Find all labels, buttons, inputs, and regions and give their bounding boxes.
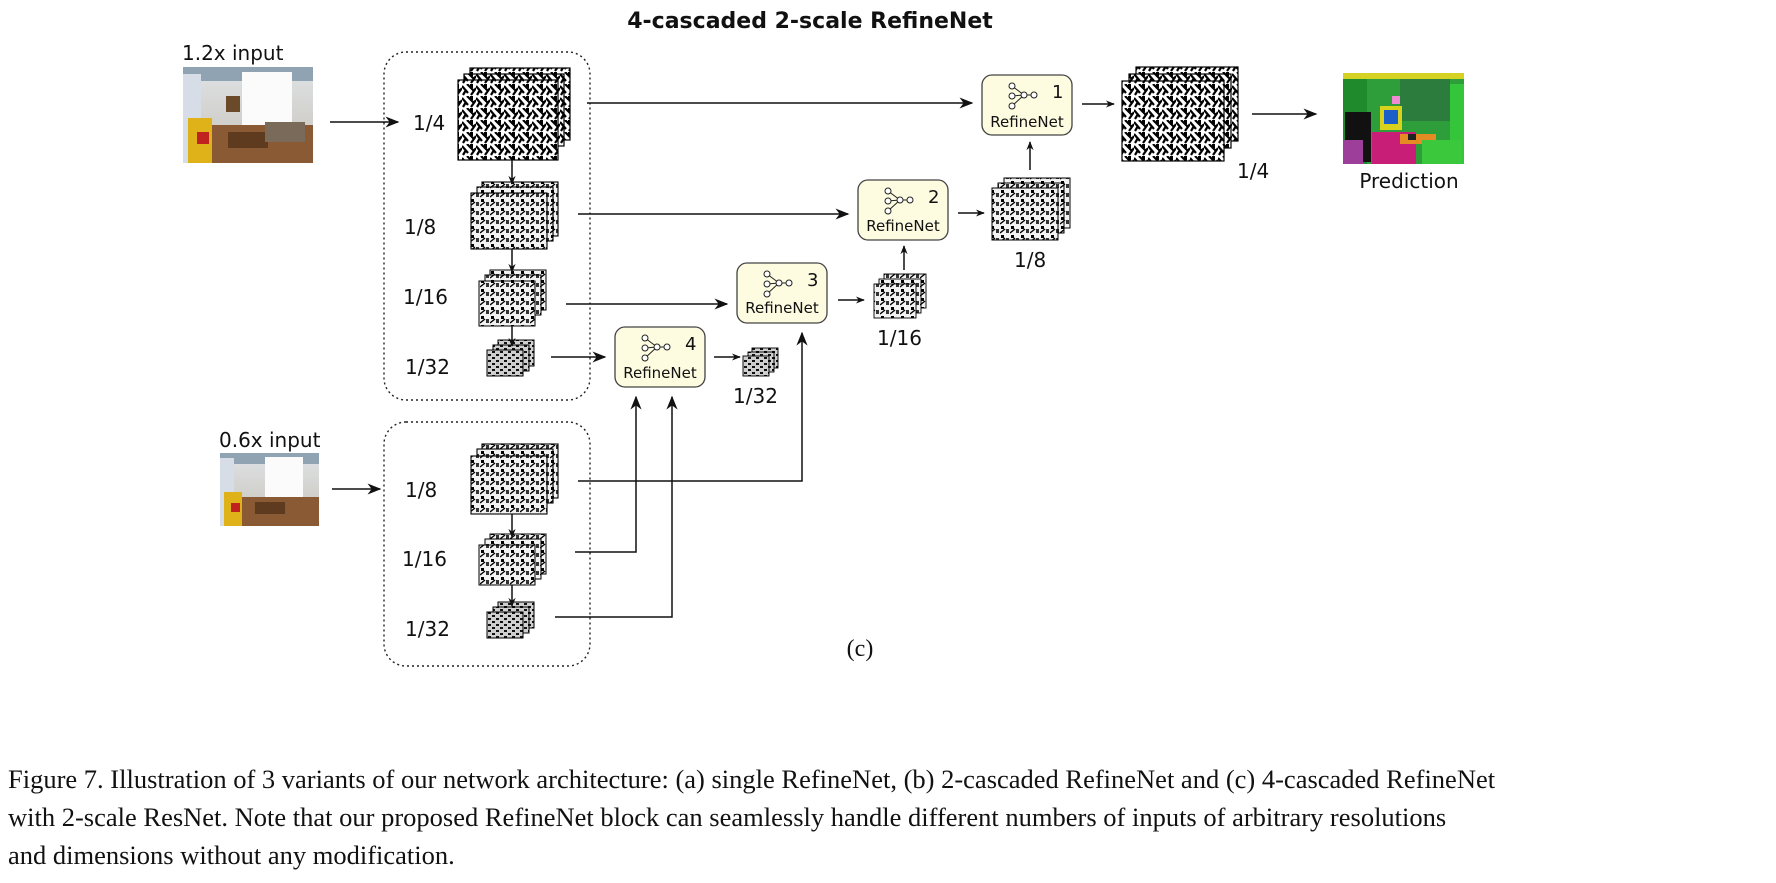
refinenet-block-3: 3 RefineNet [736,262,828,324]
output-stack-1-32 [742,347,779,377]
input-label-1.2x: 1.2x input [182,41,284,65]
feature-stack-bottom-1-32 [486,601,535,639]
scale-label-top: 1/8 [404,215,436,239]
encoder-box-bottom [383,421,591,667]
output-scale-1-16: 1/16 [877,326,922,350]
output-scale-1-4: 1/4 [1237,159,1269,183]
refinenet-label-2: RefineNet [866,217,940,235]
refinenet-label-3: RefineNet [745,299,819,317]
feature-stack-top-1-8 [470,181,559,250]
arrow-bottom-1-8-to-refinenet-3 [578,331,808,482]
prediction-label: Prediction [1359,169,1458,193]
refinenet-block-2: 2 RefineNet [857,179,949,241]
feature-stack-top-1-32 [486,339,535,377]
scale-label-top: 1/32 [405,355,450,379]
arrow-bottom-1-16-to-refinenet-4 [575,395,642,553]
output-stack-1-16 [873,273,927,319]
scale-label-top: 1/16 [403,285,448,309]
output-stack-1-8 [991,177,1071,241]
caption-line: with 2-scale ResNet. Note that our propo… [8,802,1447,832]
output-scale-1-8: 1/8 [1014,248,1046,272]
feature-stack-top-1-4 [457,67,571,161]
caption-line: and dimensions without any modification. [8,840,455,870]
caption-line: Figure 7. Illustration of 3 variants of … [8,764,1496,794]
feature-stack-bottom-1-8 [470,443,559,515]
refinenet-block-1: 1 RefineNet [981,74,1073,136]
prediction-image [1343,73,1464,164]
scale-label-bottom: 1/8 [405,478,437,502]
input-image-0.6x [220,453,319,526]
figure-caption: Figure 7. Illustration of 3 variants of … [8,760,1768,874]
encoder-box-top [383,51,591,401]
arrow-bottom-1-32-to-refinenet-4 [555,395,678,618]
figure-title: 4-cascaded 2-scale RefineNet [627,9,993,34]
architecture-diagram: 4-cascaded 2-scale RefineNet 1.2x input … [182,9,1464,667]
refinenet-label-1: RefineNet [990,113,1064,131]
refinenet-number-3: 3 [807,270,818,291]
refinenet-number-1: 1 [1052,82,1063,103]
feature-stack-bottom-1-16 [478,533,547,586]
refinenet-label-4: RefineNet [623,364,697,382]
scale-label-bottom: 1/16 [402,547,447,571]
input-image-1.2x [183,67,313,163]
input-label-0.6x: 0.6x input [219,428,321,452]
panel-label: (c) [847,636,874,662]
feature-stack-top-1-16 [478,269,547,327]
output-scale-1-32: 1/32 [733,384,778,408]
output-stack-1-4 [1121,66,1239,162]
refinenet-number-2: 2 [928,187,939,208]
scale-label-bottom: 1/32 [405,617,450,641]
refinenet-block-4: 4 RefineNet [614,326,706,388]
scale-label-top: 1/4 [413,111,445,135]
refinenet-number-4: 4 [685,334,696,355]
